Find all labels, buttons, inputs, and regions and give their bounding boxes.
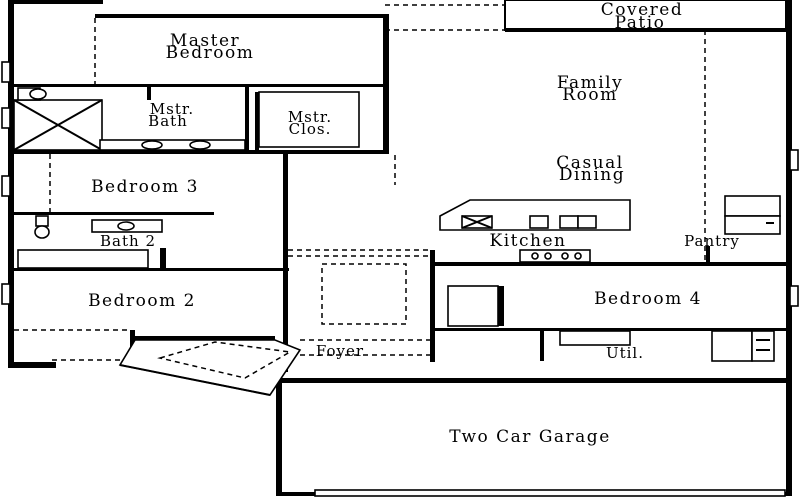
family-room-label-2: Room — [562, 85, 617, 105]
foyer-entry — [118, 339, 302, 396]
windows — [1, 61, 799, 497]
master-bedroom-label-1: Master — [170, 31, 240, 51]
master-bedroom-label-2: Bedroom — [166, 43, 255, 63]
bedroom-3-label: Bedroom 3 — [91, 177, 199, 197]
pantry-label: Pantry — [684, 232, 740, 250]
master-bath-fixtures — [13, 87, 246, 151]
patio-outline — [504, 0, 787, 31]
bedroom-4-label: Bedroom 4 — [594, 289, 702, 309]
foyer-label: Foyer — [316, 342, 364, 360]
casual-dining-label-1: Casual — [556, 153, 623, 173]
bath-2-label: Bath 2 — [100, 232, 156, 250]
bedroom-4-closet — [447, 285, 499, 327]
family-room-label-1: Family — [557, 73, 623, 93]
covered-patio-label-1: Covered — [601, 0, 683, 20]
mstr-clos-label-1: Mstr. — [288, 108, 332, 126]
mstr-bath-label-2: Bath — [148, 112, 188, 130]
mstr-clos-label-2: Clos. — [289, 120, 332, 138]
mstr-bath-label-1: Mstr. — [150, 100, 194, 118]
interior-walls — [14, 14, 786, 372]
kitchen-label: Kitchen — [490, 231, 567, 251]
utility-fixtures — [559, 330, 775, 362]
dashed-lines — [14, 4, 706, 361]
room-labels: Master Bedroom Covered Patio Family Room… — [88, 0, 740, 447]
closet-shelf — [258, 91, 360, 148]
bedroom-2-label: Bedroom 2 — [88, 291, 196, 311]
pantry-shelves — [724, 195, 781, 235]
casual-dining-label-2: Dining — [559, 165, 625, 185]
util-label: Util. — [606, 344, 644, 362]
garage-label: Two Car Garage — [449, 427, 611, 447]
bath-2-fixtures — [17, 215, 163, 269]
kitchen-island — [439, 199, 631, 263]
covered-patio-label-2: Patio — [615, 13, 666, 33]
